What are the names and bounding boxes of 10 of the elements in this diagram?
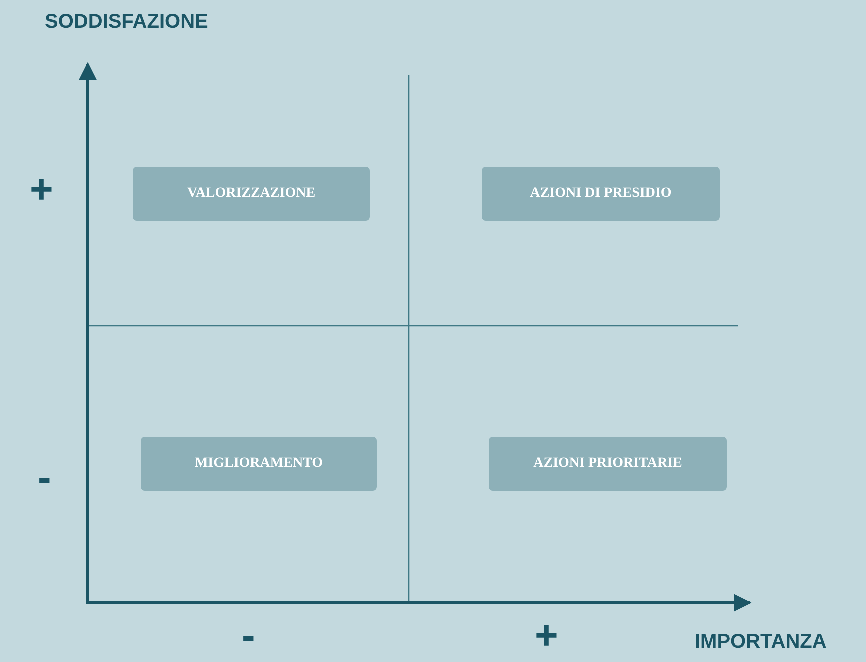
sign-label: + [30, 170, 54, 210]
axis-title: IMPORTANZA [695, 632, 827, 652]
sign-label: - [242, 616, 256, 656]
axis-title: SODDISFAZIONE [45, 12, 208, 32]
sign-label: + [535, 616, 558, 656]
sign-label: - [38, 458, 52, 498]
quadrant-label-box: VALORIZZAZIONE [133, 167, 370, 221]
quadrant-label-box: AZIONI DI PRESIDIO [482, 167, 720, 221]
quadrant-label-box: MIGLIORAMENTO [141, 437, 377, 491]
quadrant-label-box: AZIONI PRIORITARIE [489, 437, 727, 491]
